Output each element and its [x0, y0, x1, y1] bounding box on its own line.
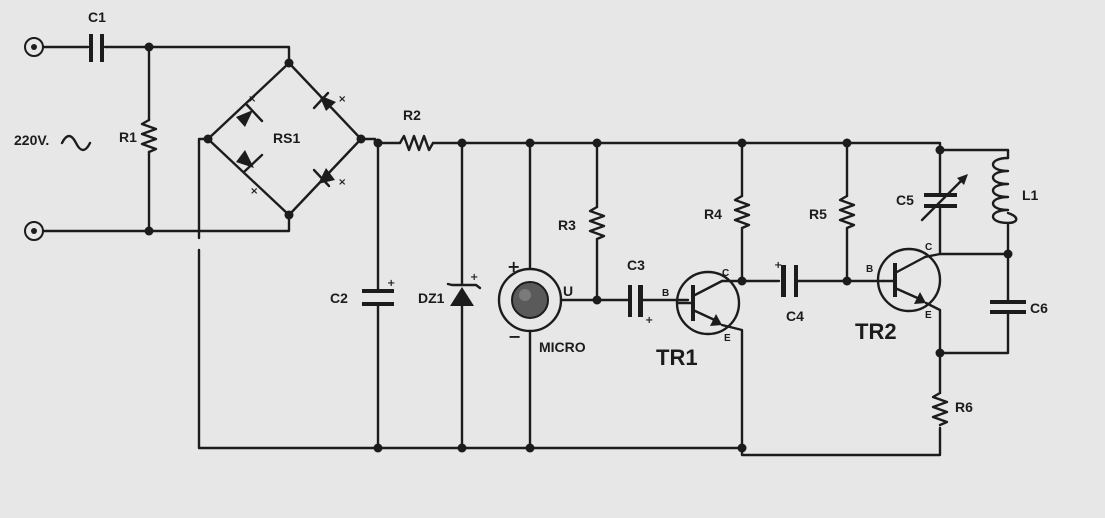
- capacitor-c2: [362, 289, 394, 306]
- r2-label: R2: [403, 107, 421, 123]
- dz1-label: DZ1: [418, 290, 445, 306]
- tr2-pin-c: C: [925, 242, 932, 253]
- c3-label: C3: [627, 257, 645, 273]
- inductor-l1: [991, 156, 1018, 225]
- capacitor-c6: [990, 300, 1026, 314]
- r6-label: R6: [955, 399, 973, 415]
- svg-text:×: ×: [338, 94, 346, 105]
- tr1-label: TR1: [656, 345, 698, 370]
- zener-diode-dz1: [446, 282, 482, 306]
- micro-u-label: U: [563, 283, 573, 299]
- input-terminal-top: [24, 37, 44, 57]
- svg-text:×: ×: [338, 177, 346, 188]
- capacitor-c4: [781, 265, 798, 297]
- capacitor-c3: [628, 285, 643, 317]
- resistor-r5: [838, 194, 856, 230]
- l1-label: L1: [1022, 187, 1039, 203]
- r1-label: R1: [119, 129, 137, 145]
- dz1-plus-sign: +: [470, 272, 478, 283]
- capacitor-c1: [89, 34, 104, 62]
- resistor-r1: [140, 118, 158, 154]
- microphone-micro: [497, 267, 563, 333]
- input-terminal-bottom: [24, 221, 44, 241]
- c4-plus-sign: +: [774, 260, 782, 271]
- resistor-r4: [733, 194, 751, 230]
- svg-text:×: ×: [250, 186, 258, 197]
- junction-dots: [144, 42, 1013, 453]
- resistor-r6: [931, 391, 949, 427]
- c2-plus-sign: +: [387, 278, 395, 289]
- transistor-tr2: [876, 247, 942, 313]
- r5-label: R5: [809, 206, 827, 222]
- c3-plus-sign: +: [645, 315, 653, 326]
- c6-label: C6: [1030, 300, 1048, 316]
- tr1-pin-b: B: [662, 288, 669, 299]
- tr1-pin-c: C: [722, 268, 729, 279]
- r3-label: R3: [558, 217, 576, 233]
- micro-label: MICRO: [539, 339, 586, 355]
- c4-label: C4: [786, 308, 804, 324]
- tr2-pin-b: B: [866, 264, 873, 275]
- rs1-label: RS1: [273, 130, 300, 146]
- resistor-r2: [398, 134, 435, 152]
- tr2-label: TR2: [855, 319, 897, 344]
- c2-label: C2: [330, 290, 348, 306]
- micro-minus-sign: −: [508, 327, 521, 346]
- c1-label: C1: [88, 9, 106, 25]
- variable-capacitor-c5: [920, 174, 968, 222]
- transistor-tr1: [675, 270, 741, 336]
- voltage-label: 220V.: [14, 132, 49, 148]
- micro-plus-sign: +: [507, 257, 520, 276]
- r4-label: R4: [704, 206, 722, 222]
- svg-text:×: ×: [248, 94, 256, 105]
- tr2-pin-e: E: [925, 310, 932, 321]
- c5-label: C5: [896, 192, 914, 208]
- ac-source-icon: [60, 134, 92, 152]
- resistor-r3: [588, 205, 606, 241]
- tr1-pin-e: E: [724, 333, 731, 344]
